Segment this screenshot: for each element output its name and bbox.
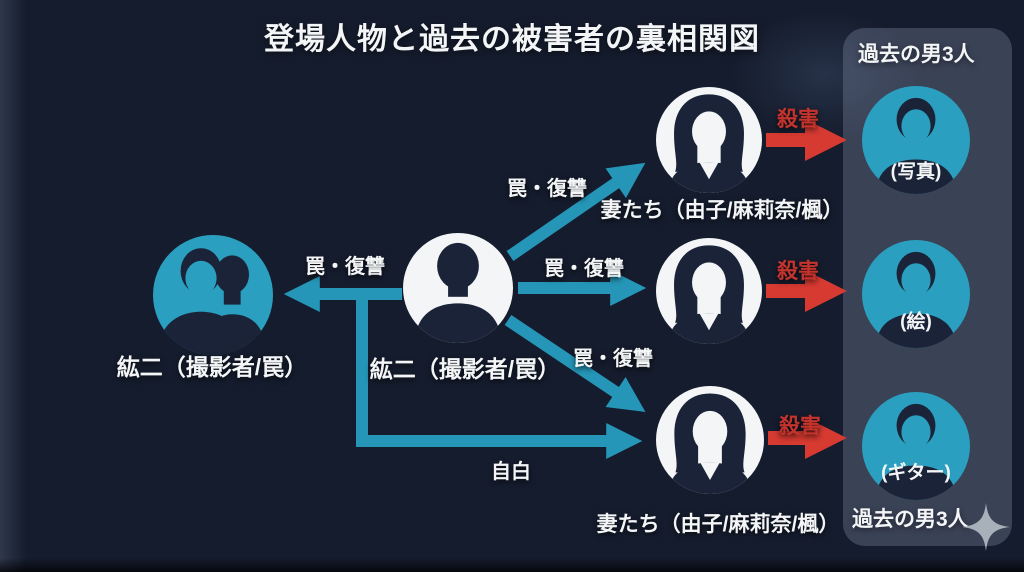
edge-label-murder-top: 殺害 bbox=[777, 108, 819, 131]
sparkle-icon bbox=[962, 503, 1010, 551]
edge-label-murder-bottom: 殺害 bbox=[779, 415, 821, 438]
edge-label-trap-bottom: 罠・復讐 bbox=[573, 348, 653, 370]
node-kouji-left bbox=[153, 235, 273, 355]
label-kouji-center: 紘二（撮影者/罠） bbox=[369, 356, 561, 382]
edge-label-murder-middle: 殺害 bbox=[777, 260, 819, 283]
node-past-man-guitar bbox=[862, 392, 970, 500]
node-past-man-painting bbox=[862, 240, 970, 348]
two-person-icon bbox=[157, 248, 266, 355]
person-icon bbox=[415, 242, 501, 343]
edge-label-trap-left: 罠・復讐 bbox=[305, 256, 385, 278]
tag-photo: (写真) bbox=[890, 161, 942, 183]
node-wives-middle bbox=[656, 238, 762, 344]
man-icon bbox=[876, 403, 956, 500]
edge-label-confession: 自白 bbox=[491, 461, 531, 483]
panel-title-top: 過去の男3人 bbox=[858, 43, 975, 66]
man-icon bbox=[876, 97, 956, 194]
edge-label-trap-top: 罠・復讐 bbox=[507, 178, 587, 200]
node-wives-bottom bbox=[656, 386, 764, 494]
woman-icon bbox=[668, 245, 750, 344]
label-kouji-left: 紘二（撮影者/罠） bbox=[116, 354, 308, 380]
woman-icon bbox=[668, 94, 750, 193]
man-icon bbox=[876, 251, 956, 348]
node-wives-top bbox=[656, 87, 762, 193]
node-past-man-photo bbox=[862, 86, 970, 194]
woman-icon bbox=[668, 393, 752, 494]
label-wives-bottom: 妻たち（由子/麻莉奈/楓） bbox=[596, 513, 840, 536]
edge-label-trap-middle: 罠・復讐 bbox=[544, 258, 624, 280]
tag-painting: (絵) bbox=[900, 311, 932, 333]
panel-title-bottom: 過去の男3人 bbox=[852, 508, 969, 531]
tag-guitar: (ギター) bbox=[881, 462, 951, 484]
label-wives-top: 妻たち（由子/麻莉奈/楓） bbox=[600, 199, 844, 222]
node-kouji-center bbox=[403, 233, 513, 343]
page-title: 登場人物と過去の被害者の裏相関図 bbox=[264, 23, 760, 56]
